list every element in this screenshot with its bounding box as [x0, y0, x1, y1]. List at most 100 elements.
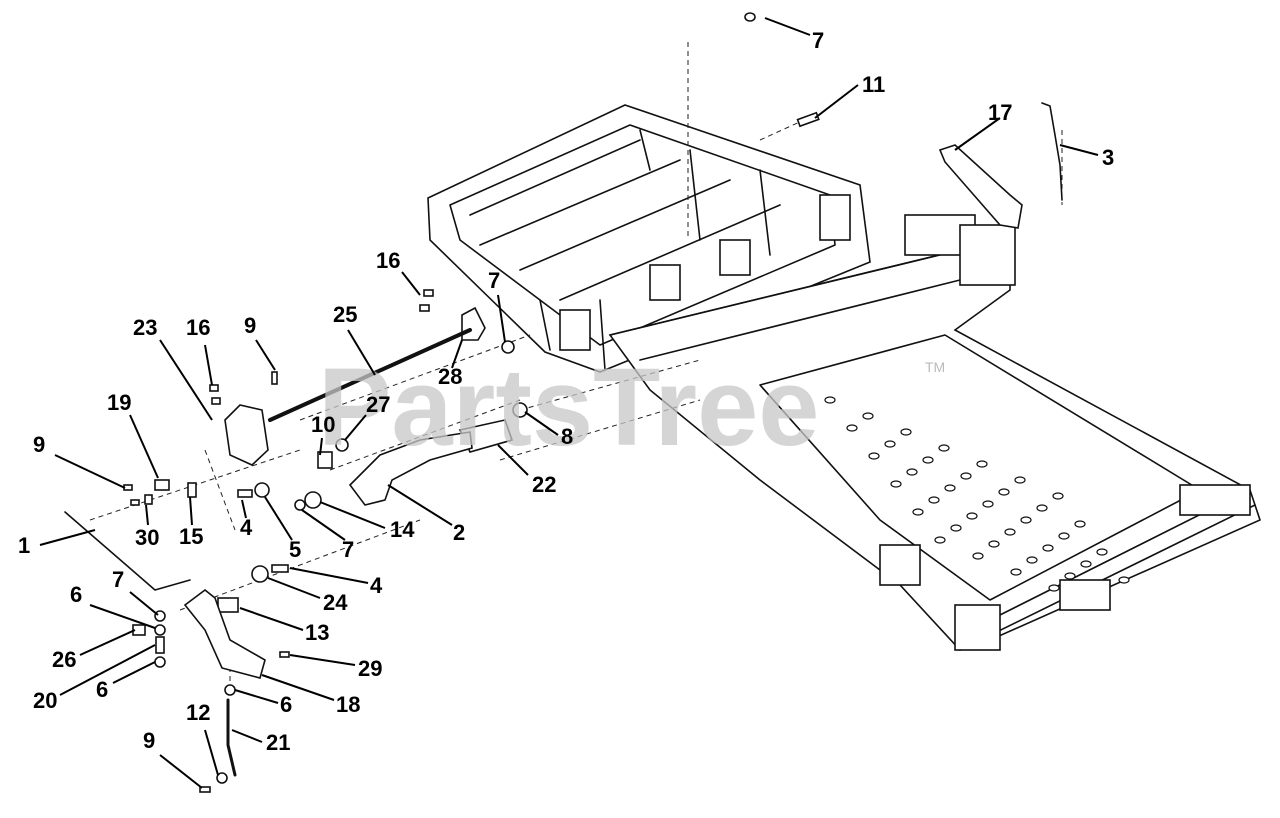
- callout-number: 10: [311, 412, 335, 437]
- callout-number: 8: [561, 424, 573, 449]
- callout-leader: [347, 329, 376, 376]
- platform-hole: [972, 552, 984, 560]
- callout-number: 5: [289, 537, 301, 562]
- platform-hole: [1096, 548, 1108, 556]
- callout-leader: [255, 339, 276, 371]
- callout-number: 24: [323, 590, 348, 615]
- callout-leader: [289, 654, 356, 666]
- platform-hole: [928, 496, 940, 504]
- callout-leader: [497, 444, 529, 476]
- callout-number: 7: [812, 28, 824, 53]
- callout-leader: [344, 414, 367, 441]
- callout-number: 23: [133, 315, 157, 340]
- callout-number: 17: [988, 100, 1012, 125]
- callout-leader: [261, 674, 335, 701]
- callout-leader: [54, 454, 126, 489]
- platform-hole: [868, 452, 880, 460]
- callout-leader: [264, 496, 293, 541]
- callout-leader: [145, 504, 149, 526]
- callout-number: 21: [266, 730, 290, 755]
- callout-leader: [451, 339, 463, 369]
- callout-number: 9: [244, 313, 256, 338]
- platform-hole: [944, 484, 956, 492]
- callout-leader: [387, 484, 453, 526]
- callout-number: 6: [96, 677, 108, 702]
- platform-hole: [950, 524, 962, 532]
- callout-leader: [289, 567, 369, 584]
- callout-leader: [1059, 144, 1099, 156]
- callout-number: 25: [333, 302, 357, 327]
- callout-number: 4: [370, 573, 383, 598]
- callout-leader: [204, 729, 219, 776]
- platform-hole: [1026, 556, 1038, 564]
- callout-number: 13: [305, 620, 329, 645]
- platform-hole: [846, 424, 858, 432]
- callout-number: 16: [376, 248, 400, 273]
- callout-leader: [112, 661, 156, 684]
- platform-hole: [938, 444, 950, 452]
- platform-holes: [824, 396, 1130, 592]
- callout-leader: [241, 499, 247, 519]
- callout-leader: [267, 577, 321, 599]
- platform-hole: [1010, 568, 1022, 576]
- watermark-trademark: TM: [925, 359, 945, 375]
- callout-leader: [234, 689, 279, 704]
- callout-leader: [497, 294, 506, 343]
- platform-hole: [862, 412, 874, 420]
- callout-leader: [159, 339, 213, 421]
- callout-leader: [159, 754, 203, 789]
- callout-number: 6: [70, 582, 82, 607]
- callout-number: 7: [488, 268, 500, 293]
- platform-hole: [824, 396, 836, 404]
- callout-number: 2: [453, 520, 465, 545]
- platform-hole: [890, 480, 902, 488]
- callout-number: 22: [532, 472, 556, 497]
- callout-number: 9: [33, 432, 45, 457]
- platform-hole: [912, 508, 924, 516]
- callout-number: 11: [862, 72, 885, 97]
- callout-leader: [129, 591, 159, 616]
- platform-hole: [988, 540, 1000, 548]
- explode-lines: [89, 42, 1063, 690]
- callout-number: 19: [107, 390, 131, 415]
- platform-hole: [900, 428, 912, 436]
- callout-leader: [189, 496, 193, 526]
- callout-leader: [59, 644, 156, 696]
- callout-leader: [954, 117, 1001, 151]
- callout-leader: [239, 607, 304, 631]
- callout-leader: [39, 529, 96, 546]
- callout-number: 1: [18, 533, 30, 558]
- callout-number: 12: [186, 700, 210, 725]
- callout-leader: [89, 604, 156, 629]
- platform-hole: [906, 468, 918, 476]
- callout-number: 18: [336, 692, 360, 717]
- platform-hole: [1014, 476, 1026, 484]
- callout-number: 14: [390, 517, 415, 542]
- callout-number: 7: [112, 567, 124, 592]
- platform-hole: [1058, 532, 1070, 540]
- platform-hole: [998, 488, 1010, 496]
- callout-number: 30: [135, 525, 159, 550]
- callout-leader: [524, 411, 559, 436]
- platform-hole: [1074, 520, 1086, 528]
- platform-hole: [1004, 528, 1016, 536]
- small-parts: [64, 12, 1063, 793]
- callout-number: 15: [179, 524, 203, 549]
- callout-number: 29: [358, 656, 382, 681]
- platform-hole: [982, 500, 994, 508]
- callout-leader: [129, 414, 159, 479]
- callout-leader: [764, 17, 811, 36]
- partstree-watermark: PartsTree: [318, 346, 819, 469]
- callout-leader: [814, 84, 859, 119]
- platform-hole: [966, 512, 978, 520]
- callout-number: 7: [342, 537, 354, 562]
- platform-hole: [1064, 572, 1076, 580]
- callout-number: 28: [438, 364, 462, 389]
- platform-hole: [976, 460, 988, 468]
- platform-hole: [884, 440, 896, 448]
- platform-hole: [1118, 576, 1130, 584]
- platform-hole: [934, 536, 946, 544]
